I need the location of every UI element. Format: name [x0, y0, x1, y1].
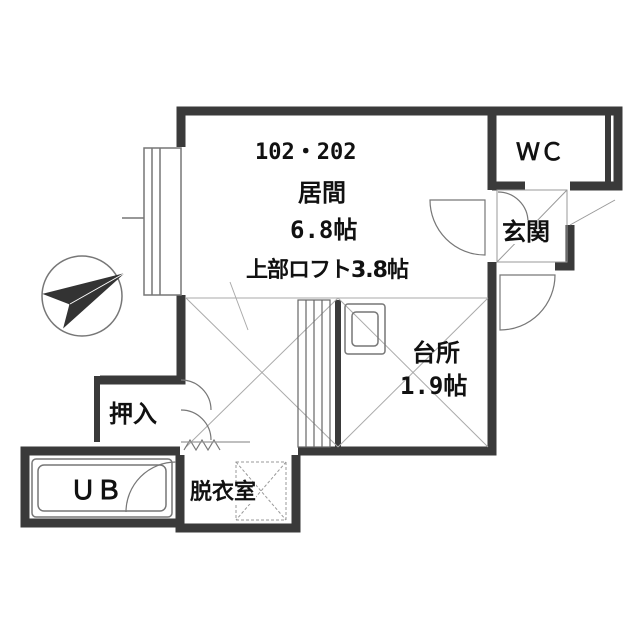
doors — [125, 191, 556, 513]
accordion-door — [183, 438, 221, 452]
window-living — [122, 147, 182, 296]
door-bath — [125, 461, 177, 513]
walls — [20, 106, 623, 533]
bath-name: ＵＢ — [70, 476, 123, 506]
kitchen-sink — [344, 303, 386, 355]
kitchen-name: 台所 — [412, 339, 460, 367]
loft-lines — [185, 281, 489, 448]
unit-number-label: 102・202 — [255, 140, 357, 165]
wall-living-left — [100, 295, 186, 385]
wall-right-lower — [298, 262, 497, 456]
door-entrance-inner — [429, 199, 486, 256]
wall-wc — [492, 106, 623, 191]
north-arrow-icon — [41, 255, 124, 337]
dressing-room-name: 脱衣室 — [190, 480, 257, 505]
entrance-name: 玄関 — [502, 218, 550, 246]
bathtub — [31, 458, 173, 518]
door-wc — [497, 191, 529, 223]
living-room-name: 居間 — [298, 179, 346, 207]
door-closet — [180, 379, 212, 441]
wc-name: ＷＣ — [516, 138, 564, 166]
door-entrance-outer — [499, 274, 556, 331]
living-room-size: 6.8帖 — [290, 216, 358, 244]
wall-entrance — [555, 225, 575, 271]
kitchen-size: 1.9帖 — [400, 372, 468, 400]
partitions — [94, 115, 611, 447]
ladder — [297, 299, 331, 448]
loft-label: 上部ロフト3.8帖 — [246, 258, 409, 283]
wall-top — [176, 106, 492, 147]
closet-name: 押入 — [109, 400, 157, 428]
wall-bath — [20, 446, 180, 528]
